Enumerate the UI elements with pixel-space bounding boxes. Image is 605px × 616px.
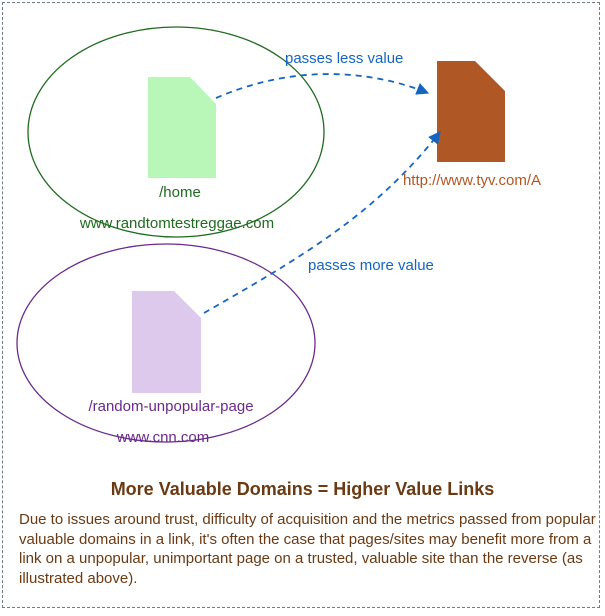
home-page-icon bbox=[148, 77, 216, 178]
home-domain-label: www.randtomtestreggae.com bbox=[79, 215, 274, 232]
diagram-frame bbox=[2, 2, 600, 608]
unpopular-domain-ellipse bbox=[16, 243, 316, 443]
link-value-diagram: /home www.randtomtestreggae.com /random-… bbox=[16, 26, 541, 446]
unpopular-domain-label: www.cnn.com bbox=[116, 429, 210, 446]
headline: More Valuable Domains = Higher Value Lin… bbox=[110, 479, 495, 499]
less-value-arrow bbox=[215, 73, 430, 99]
target-page-label: http://www.tyv.com/A bbox=[403, 172, 541, 189]
unpopular-page-label: /random-unpopular-page bbox=[88, 398, 253, 415]
home-domain-ellipse bbox=[27, 26, 325, 238]
more-value-label: passes more value bbox=[308, 257, 434, 274]
less-value-label: passes less value bbox=[285, 50, 403, 67]
target-page-icon bbox=[437, 61, 505, 162]
unpopular-page-icon bbox=[132, 291, 201, 393]
home-page-label: /home bbox=[159, 184, 201, 201]
caption: Due to issues around trust, difficulty o… bbox=[19, 511, 596, 587]
